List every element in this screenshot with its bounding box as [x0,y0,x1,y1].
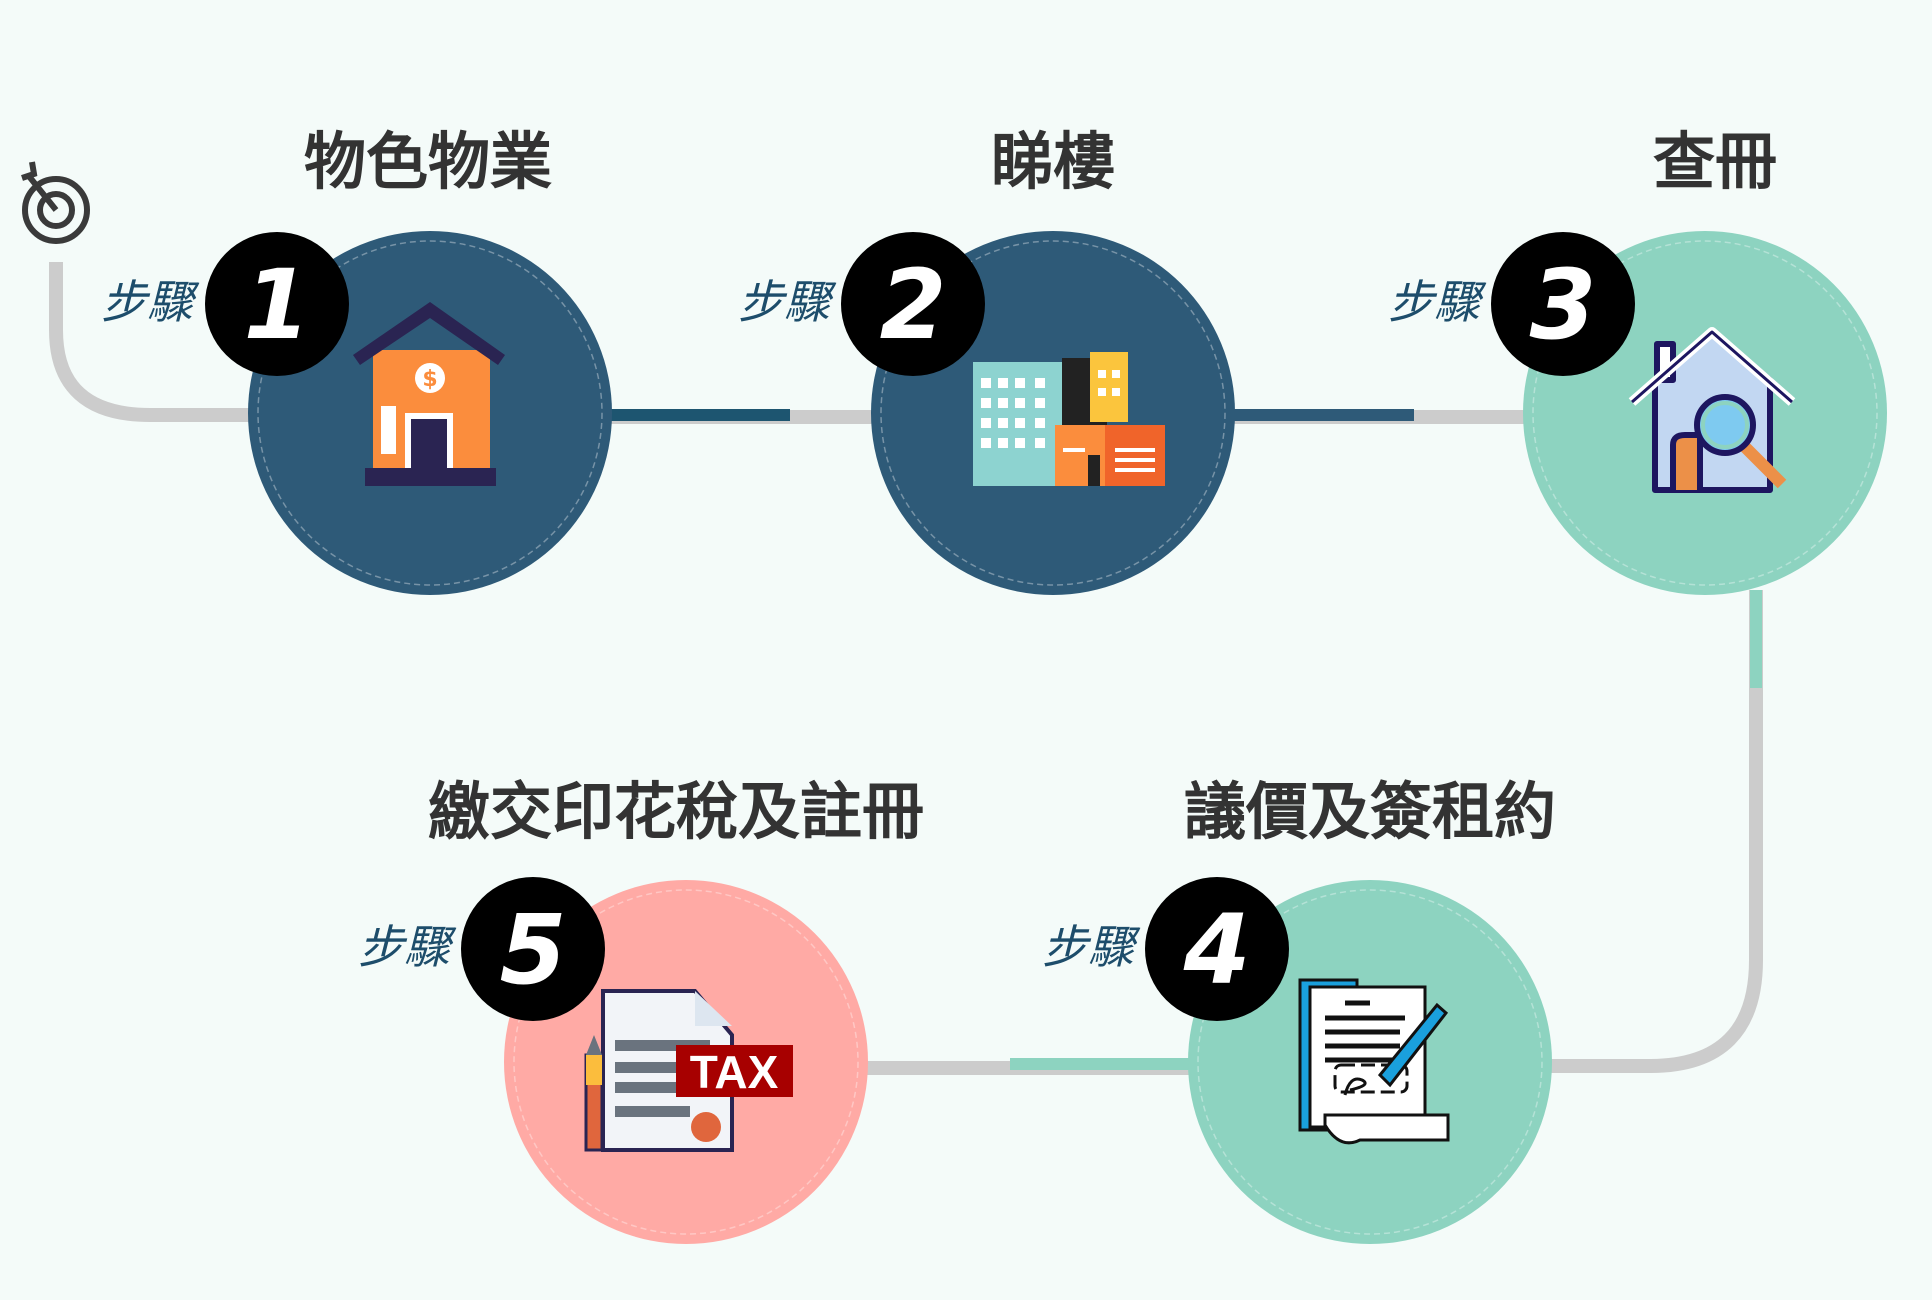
step-2-badge: 2 [841,232,985,376]
path-progress-segment [1010,1058,1190,1070]
svg-text:4: 4 [1183,894,1251,1006]
step-4-label: 步驟 [1042,920,1141,974]
step-3-title: 查冊 [1653,125,1777,198]
step-4-badge: 4 [1145,877,1289,1021]
tax-badge-text: TAX [690,1046,779,1098]
signed-contract-icon [1298,978,1450,1145]
bank-house-icon: $ [353,302,505,486]
step-4-title: 議價及簽租約 [1184,775,1556,848]
svg-text:5: 5 [500,894,567,1006]
step-2-title: 睇樓 [991,125,1115,198]
step-5-label: 步驟 [358,920,457,974]
house-search-icon [1628,327,1796,493]
svg-text:$: $ [422,367,437,392]
step-1-label: 步驟 [101,275,200,329]
step-5-badge: 5 [461,877,605,1021]
step-1-title: 物色物業 [304,125,552,198]
path-progress-segment [1750,590,1762,688]
svg-text:3: 3 [1530,249,1597,361]
step-3-label: 步驟 [1388,275,1487,329]
path-progress-segment [604,409,790,421]
step-2-label: 步驟 [738,275,837,329]
tax-document-icon: TAX [584,989,793,1152]
svg-text:1: 1 [244,249,311,361]
target-icon [21,161,90,244]
svg-text:2: 2 [880,249,947,361]
step-3-badge: 3 [1491,232,1635,376]
path-progress-segment [1230,409,1414,421]
step-5-title: 繳交印花稅及註冊 [428,775,924,848]
buildings-icon [973,352,1165,486]
step-1-badge: 1 [205,232,349,376]
